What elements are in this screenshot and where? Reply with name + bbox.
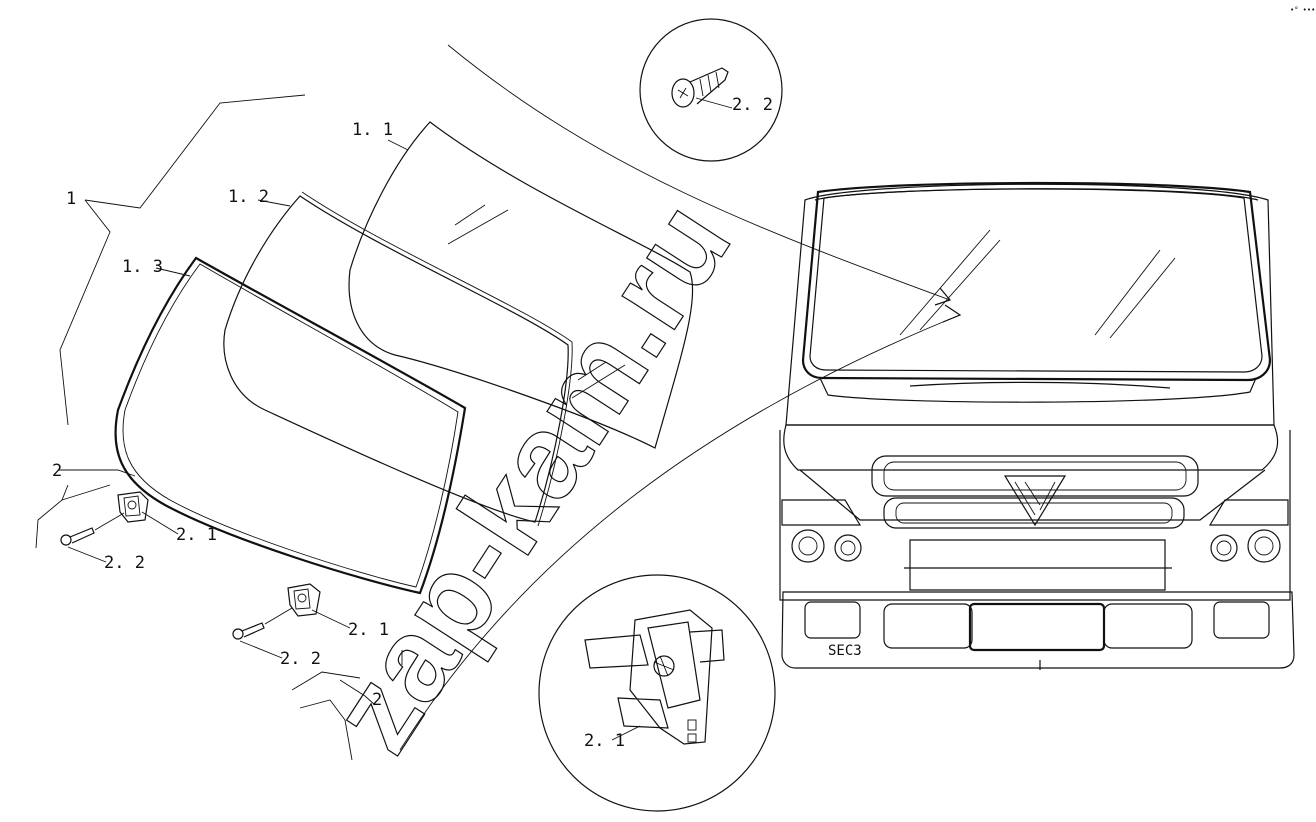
arrow-head-top bbox=[934, 287, 952, 306]
callout-seal: 1. 3 bbox=[122, 257, 163, 277]
clip-group-left: 2 2. 1 2. 2 bbox=[35, 461, 217, 573]
clip-detail-circle: 2. 1 bbox=[538, 574, 776, 812]
callout-assembly: 1 bbox=[66, 189, 76, 209]
callout-screw-left: 2. 2 bbox=[104, 553, 145, 573]
clip-detail-icon bbox=[584, 609, 725, 745]
glass-middle: 1. 2 bbox=[223, 187, 573, 527]
screw-bottom-icon bbox=[232, 622, 265, 640]
truck-front: SEC3 bbox=[779, 181, 1295, 670]
callout-glass-middle: 1. 2 bbox=[228, 187, 269, 207]
clip-bottom-icon bbox=[287, 583, 321, 617]
headlight-left bbox=[781, 499, 862, 563]
headlight-right bbox=[1208, 499, 1289, 563]
assembly-bracket: 1 bbox=[59, 94, 306, 426]
screw-detail-icon bbox=[671, 67, 729, 108]
callout-clip-group-bottom: 2 bbox=[372, 690, 382, 710]
sweep-arc-top bbox=[447, 44, 951, 301]
vehicle-code: SEC3 bbox=[828, 643, 862, 659]
callout-clip-left: 2. 1 bbox=[176, 525, 217, 545]
callout-screw-bottom: 2. 2 bbox=[280, 649, 321, 669]
callout-glass-outer: 1. 1 bbox=[352, 120, 393, 140]
callout-clip-group-left: 2 bbox=[52, 461, 62, 481]
watermark: zap-kam.ru bbox=[306, 180, 756, 774]
bumper bbox=[781, 591, 1295, 670]
callout-clip-detail: 2. 1 bbox=[584, 731, 625, 751]
callout-screw-detail: 2. 2 bbox=[732, 95, 773, 115]
screw-detail-circle: 2. 2 bbox=[639, 18, 783, 162]
seal: 1. 3 bbox=[114, 256, 467, 595]
sweep-arc-bottom bbox=[399, 314, 961, 751]
glass-outer: 1. 1 bbox=[348, 120, 694, 449]
windshield-reflection bbox=[899, 229, 1176, 339]
clip-left-icon bbox=[117, 491, 149, 523]
corner-mark: •° ••• bbox=[1290, 6, 1315, 14]
grille bbox=[871, 455, 1199, 529]
clip-group-bottom: 2. 1 2. 2 2 bbox=[232, 583, 403, 761]
screw-left-icon bbox=[60, 527, 95, 546]
callout-clip-bottom: 2. 1 bbox=[348, 620, 389, 640]
arrow-head-bottom bbox=[942, 304, 962, 323]
